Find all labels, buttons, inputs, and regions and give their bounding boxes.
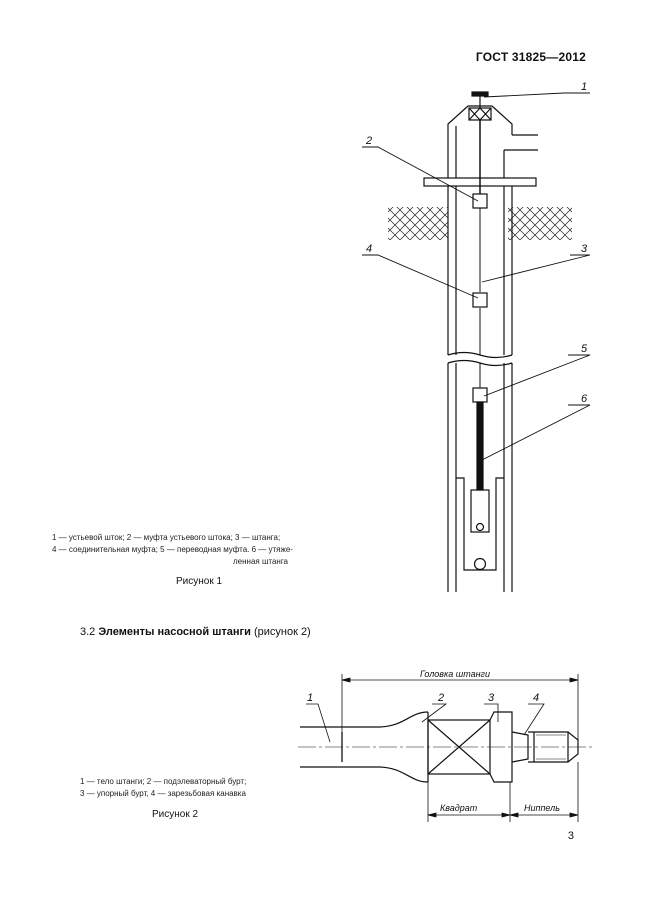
fig1-callout-1: 1: [581, 81, 587, 93]
figure-2-drawing: [298, 711, 595, 783]
figure-2-legend: 1 — тело штанги; 2 — подэлеваторный бурт…: [80, 776, 246, 800]
legend-line: 3 — упорный бурт, 4 — зарезьбовая канавк…: [80, 789, 246, 798]
legend-line: 1 — устьевой шток; 2 — муфта устьевого ш…: [52, 533, 281, 542]
coupling-2: [472, 193, 488, 209]
fig1-callout-4: 4: [366, 243, 372, 255]
figure-1-legend: 1 — устьевой шток; 2 — муфта устьевого ш…: [52, 532, 293, 568]
page-number: 3: [567, 830, 574, 842]
legend-line: ленная штанга: [233, 557, 289, 566]
legend-line: 1 — тело штанги; 2 — подэлеваторный бурт…: [80, 777, 247, 786]
plunger: [470, 489, 490, 533]
fig2-callout-2: 2: [437, 692, 444, 704]
fig2-callout-4: 4: [533, 692, 539, 704]
dim-head-label: Головка штанги: [420, 669, 490, 679]
dim-square-label: Квадрат: [440, 803, 478, 813]
ground-right-hatch: [508, 207, 572, 240]
fig1-callout-5: 5: [581, 343, 588, 355]
section-title: Элементы насосной штанги: [98, 626, 251, 638]
fig2-callout-1: 1: [307, 692, 313, 704]
legend-line: 4 — соединительная муфта; 5 — переводная…: [52, 545, 293, 554]
ground-left-hatch: [388, 207, 448, 240]
standard-header: ГОСТ 31825—2012: [475, 50, 586, 64]
fig1-callout-2: 2: [365, 135, 372, 147]
valve-ball: [473, 557, 487, 571]
coupling-5: [472, 387, 488, 403]
fig2-callout-3: 3: [488, 692, 495, 704]
section-number: 3.2: [80, 626, 96, 638]
dim-nipple-label: Ниппель: [524, 803, 560, 813]
coupling-4: [472, 292, 488, 308]
fig1-callout-3: 3: [581, 243, 588, 255]
sinker-bar: [476, 401, 484, 491]
section-heading: 3.2 Элементы насосной штанги (рисунок 2): [80, 626, 311, 638]
fig1-callout-6: 6: [581, 393, 588, 405]
figure-2-caption: Рисунок 2: [152, 809, 199, 820]
figure-1-caption: Рисунок 1: [176, 576, 223, 587]
section-ref: (рисунок 2): [253, 626, 311, 638]
